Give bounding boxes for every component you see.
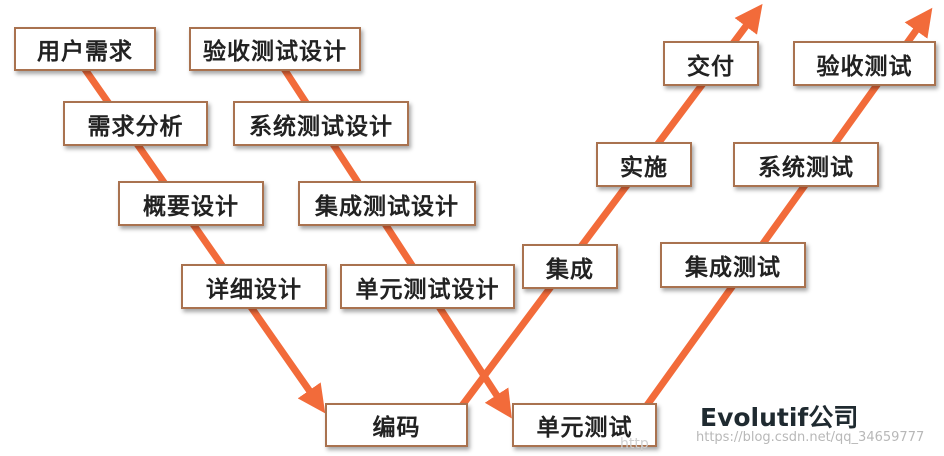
box-acceptance-test: 验收测试 xyxy=(793,41,936,86)
box-system-test-design: 系统测试设计 xyxy=(233,101,409,146)
box-integration-test: 集成测试 xyxy=(660,242,806,288)
box-implementation: 实施 xyxy=(596,142,692,187)
company-label: Evolutif公司 xyxy=(700,403,859,432)
box-system-test: 系统测试 xyxy=(733,142,879,187)
box-coding: 编码 xyxy=(325,403,468,447)
box-integration: 集成 xyxy=(522,244,618,289)
box-overview-design: 概要设计 xyxy=(118,181,264,226)
box-detail-design: 详细设计 xyxy=(181,264,327,309)
box-unit-test: 单元测试 xyxy=(512,403,657,447)
box-requirements-analysis: 需求分析 xyxy=(63,101,208,146)
watermark-faint: http xyxy=(620,436,649,452)
box-user-requirements: 用户需求 xyxy=(14,27,156,71)
box-acceptance-test-design: 验收测试设计 xyxy=(189,27,361,71)
box-unit-test-design: 单元测试设计 xyxy=(340,264,515,309)
box-integration-test-design: 集成测试设计 xyxy=(298,181,476,226)
box-delivery: 交付 xyxy=(663,41,759,86)
watermark-url: https://blog.csdn.net/qq_34659777 xyxy=(696,430,925,445)
